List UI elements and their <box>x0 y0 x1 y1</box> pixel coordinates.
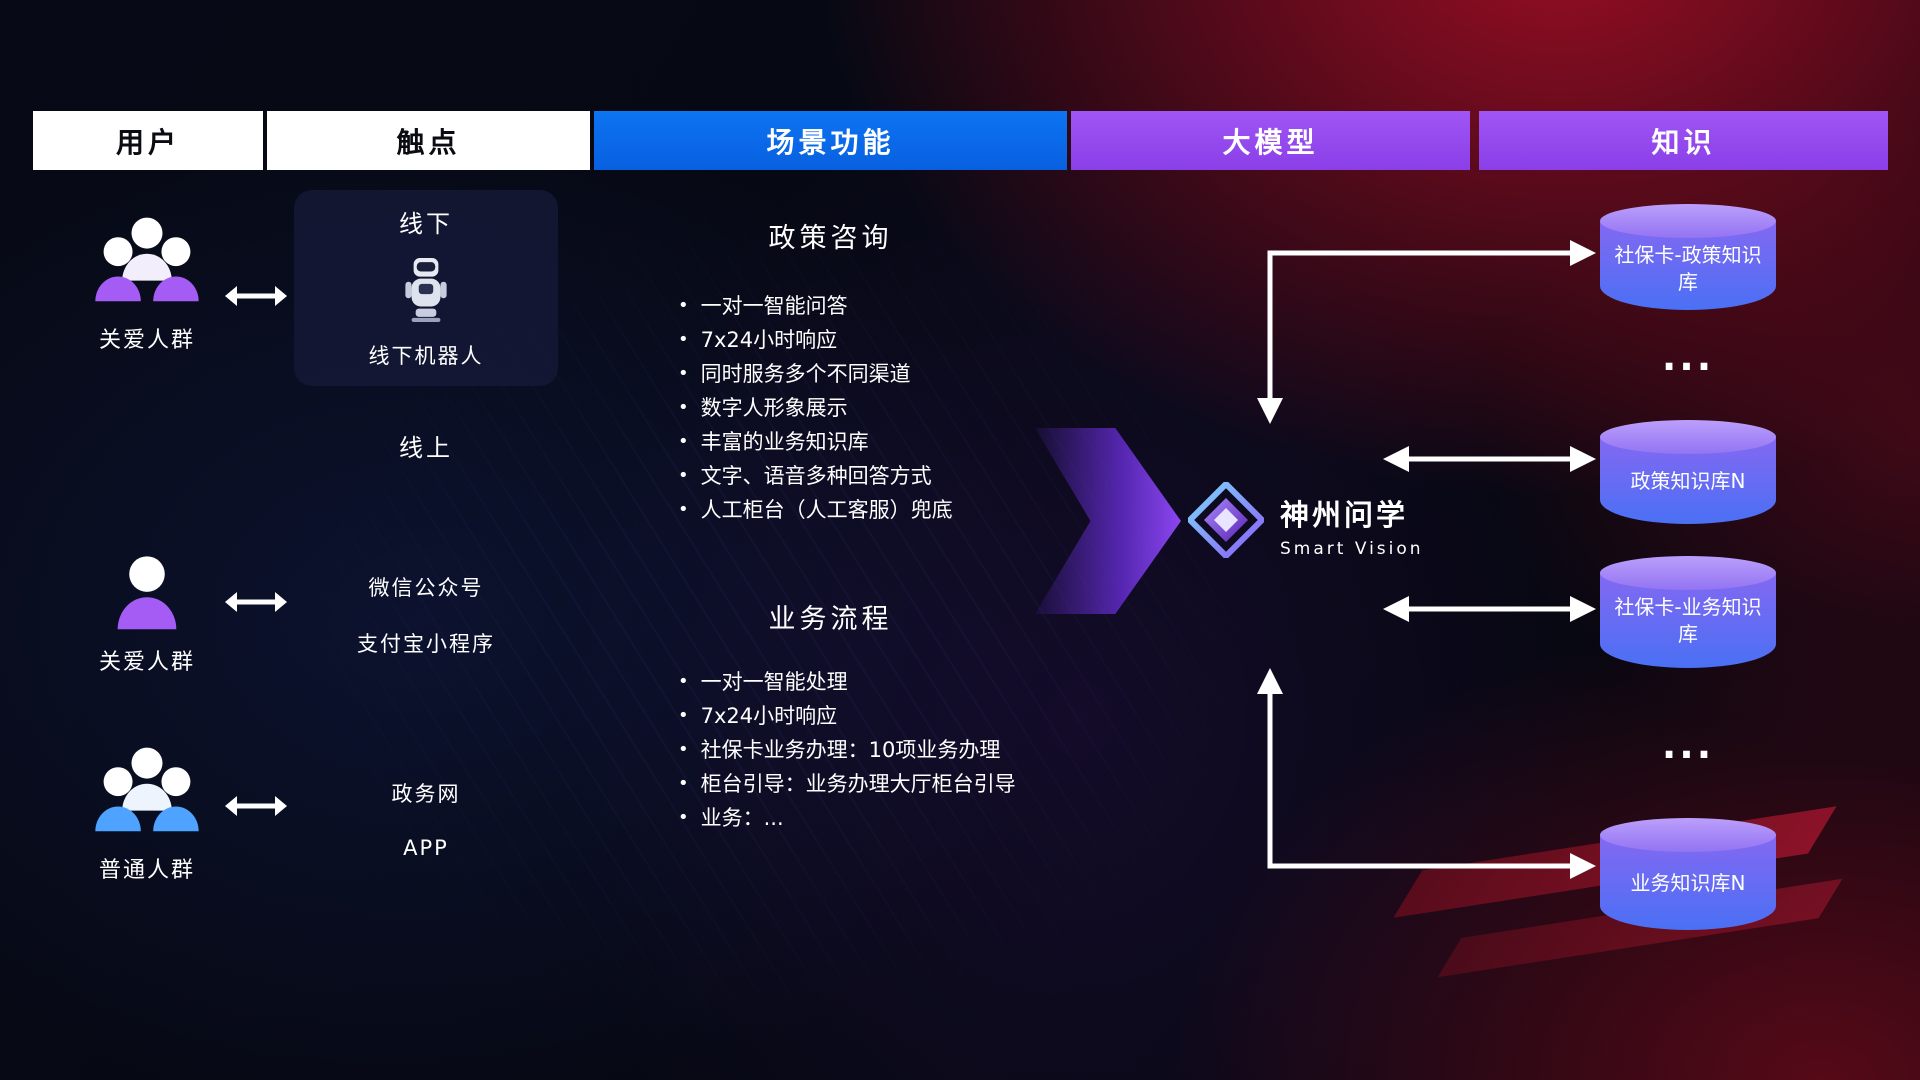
double-arrow-icon <box>225 286 287 306</box>
offline-title: 线下 <box>399 210 453 238</box>
business-process-title: 业务流程 <box>768 604 893 635</box>
double-arrow-icon <box>225 592 287 612</box>
list-item: 丰富的业务知识库 <box>678 426 1098 460</box>
knowledge-db-business-card: 社保卡-业务知识库 <box>1600 556 1776 668</box>
column-header-users: 用户 <box>33 111 263 170</box>
user-care-group: 关爱人群 <box>62 212 232 354</box>
column-header-users-label: 用户 <box>115 125 180 159</box>
people-group-icon <box>95 217 199 302</box>
knowledge-db-business-n: 业务知识库N <box>1600 818 1776 930</box>
user-general-group: 普通人群 <box>62 742 232 884</box>
list-item: 一对一智能处理 <box>678 666 1098 700</box>
user-label: 关爱人群 <box>98 328 195 353</box>
online-label: 线上 <box>399 434 453 462</box>
user-care-single: 关爱人群 <box>62 548 232 676</box>
column-header-model: 大模型 <box>1071 111 1470 170</box>
list-item: 数字人形象展示 <box>678 392 1098 426</box>
list-item: 业务：... <box>678 802 1098 836</box>
column-header-touchpoints: 触点 <box>267 111 590 170</box>
column-header-scenario: 场景功能 <box>594 111 1067 170</box>
robot-icon <box>405 257 447 322</box>
knowledge-db-policy-card: 社保卡-政策知识库 <box>1600 204 1776 310</box>
list-item: 柜台引导：业务办理大厅柜台引导 <box>678 768 1098 802</box>
business-feature-list: 一对一智能处理 7x24小时响应 社保卡业务办理：10项业务办理 柜台引导：业务… <box>678 666 1098 836</box>
db-cylinder-cap <box>1600 556 1776 590</box>
list-item: 一对一智能问答 <box>678 290 1098 324</box>
offline-touchpoint-card: 线下 线下机器人 <box>294 190 558 386</box>
channel-gov-web: 政务网 <box>391 782 461 806</box>
list-item: 社保卡业务办理：10项业务办理 <box>678 734 1098 768</box>
offline-robot-label: 线下机器人 <box>368 344 484 368</box>
channel-alipay: 支付宝小程序 <box>357 632 495 656</box>
list-item: 同时服务多个不同渠道 <box>678 358 1098 392</box>
list-item: 文字、语音多种回答方式 <box>678 460 1098 494</box>
person-icon <box>117 556 177 630</box>
ellipsis: ... <box>1661 723 1715 767</box>
list-item: 7x24小时响应 <box>678 324 1098 358</box>
people-group-icon <box>95 747 199 832</box>
model-subtitle: Smart Vision <box>1280 539 1424 559</box>
db-cylinder-cap <box>1600 818 1776 852</box>
column-header-touchpoints-label: 触点 <box>396 125 461 159</box>
db-label: 政策知识库N <box>1630 469 1746 493</box>
db-cylinder-cap <box>1600 420 1776 454</box>
model-name: 神州问学 <box>1280 498 1409 532</box>
column-header-scenario-label: 场景功能 <box>766 125 895 159</box>
column-header-model-label: 大模型 <box>1222 125 1319 159</box>
channel-wechat: 微信公众号 <box>368 576 484 600</box>
db-cylinder-cap <box>1600 204 1776 238</box>
smart-vision-logo-text: 神州问学 Smart Vision <box>1280 492 1424 559</box>
policy-consult-title: 政策咨询 <box>768 223 893 254</box>
column-header-knowledge-label: 知识 <box>1651 125 1716 159</box>
policy-feature-list: 一对一智能问答 7x24小时响应 同时服务多个不同渠道 数字人形象展示 丰富的业… <box>678 290 1098 528</box>
user-label: 普通人群 <box>98 858 195 883</box>
double-arrow-icon <box>225 796 287 816</box>
list-item: 7x24小时响应 <box>678 700 1098 734</box>
user-label: 关爱人群 <box>98 650 195 675</box>
column-header-knowledge: 知识 <box>1479 111 1888 170</box>
db-label: 业务知识库N <box>1630 871 1746 895</box>
knowledge-db-policy-n: 政策知识库N <box>1600 420 1776 524</box>
channel-app: APP <box>403 836 449 860</box>
list-item: 人工柜台（人工客服）兜底 <box>678 494 1098 528</box>
ellipsis: ... <box>1661 335 1715 379</box>
smart-vision-logo-icon <box>1188 482 1264 558</box>
db-label: 社保卡-业务知识库 <box>1614 595 1762 646</box>
db-label: 社保卡-政策知识库 <box>1614 243 1762 294</box>
